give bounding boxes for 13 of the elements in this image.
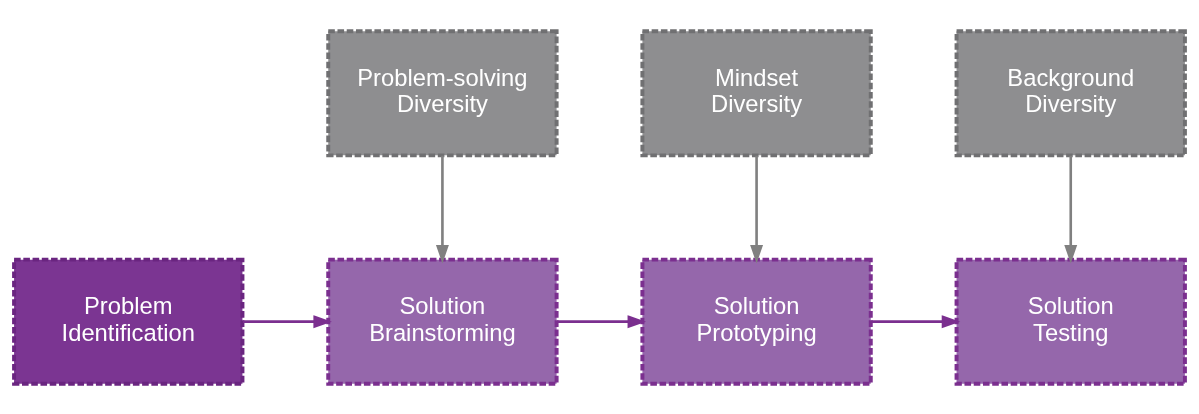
arrow — [435, 155, 449, 264]
arrow — [1064, 155, 1078, 264]
node-box: Problem Identification — [12, 257, 245, 386]
node-box: Solution Prototyping — [640, 257, 873, 386]
node-box: Problem-solving Diversity — [326, 28, 559, 157]
arrow — [243, 314, 332, 328]
node-box: Mindset Diversity — [640, 28, 873, 157]
node-box: Solution Testing — [954, 257, 1187, 386]
arrow — [750, 155, 764, 264]
node-box: Solution Brainstorming — [326, 257, 559, 386]
arrow — [557, 314, 647, 328]
node-box: Background Diversity — [954, 28, 1187, 157]
arrow — [871, 314, 961, 328]
